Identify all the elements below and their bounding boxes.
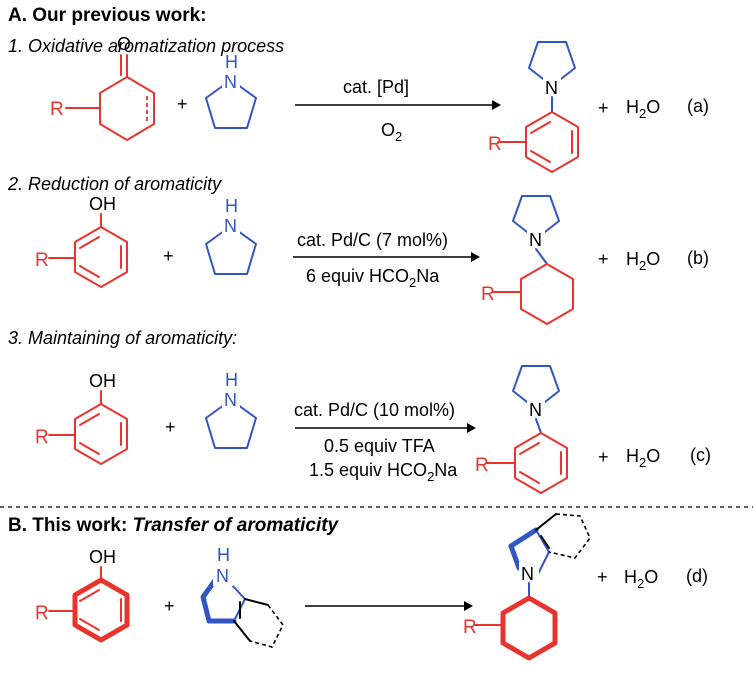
section-a-heading: A. Our previous work: (8, 5, 206, 26)
reagent-below-b-suffix: Na (416, 266, 440, 286)
water-h: H (626, 249, 639, 269)
section-b-heading-emphasis: Transfer of aromaticity (133, 515, 340, 536)
nitrogen-label: N (224, 390, 237, 410)
r-group-label: R (481, 284, 495, 305)
plus-sign: + (163, 246, 174, 266)
plus-sign: + (598, 447, 609, 467)
reagent-below-c-2-suffix: Na (434, 460, 458, 480)
water-subscript: 2 (639, 106, 646, 121)
svg-text:H2O: H2O (626, 97, 660, 121)
r-group-label: R (488, 134, 502, 155)
svg-text:O2: O2 (381, 120, 402, 144)
svg-text:1.5 equiv HCO2Na: 1.5 equiv HCO2Na (309, 460, 458, 484)
water-subscript: 2 (639, 258, 646, 273)
reaction-tag-d: (d) (686, 566, 708, 586)
water-o: O (646, 97, 660, 117)
nitrogen-label: N (224, 216, 237, 236)
nitrogen-label: N (216, 566, 229, 586)
hydrogen-label: H (225, 370, 238, 390)
plus-sign: + (598, 98, 609, 118)
pyrrolidine-structure: N H (205, 52, 257, 129)
pyrrolidine-structure: N H (205, 196, 257, 275)
nitrogen-label: N (521, 564, 534, 584)
nitrogen-label: N (529, 400, 542, 420)
hydroxyl-label: OH (89, 547, 116, 567)
reaction-tag-a: (a) (687, 96, 709, 116)
plus-sign: + (598, 249, 609, 269)
water-h: H (624, 567, 637, 587)
reagent-below-a: O (381, 120, 395, 140)
water-o: O (646, 446, 660, 466)
phenol-structure: OH R (35, 194, 128, 288)
arrow-head (467, 423, 476, 433)
water-o: O (644, 567, 658, 587)
water-subscript: 2 (639, 455, 646, 470)
product-aryl-pyrrolidine: N R (488, 41, 579, 173)
r-group-label: R (463, 617, 477, 638)
hydroxyl-label: OH (89, 194, 116, 214)
phenol-bold-structure: OH R (35, 547, 130, 643)
reagent-above-a: cat. [Pd] (343, 77, 409, 97)
water-h: H (626, 446, 639, 466)
nitrogen-label: N (545, 78, 558, 98)
nitrogen-label: N (529, 230, 542, 250)
r-group-label: R (35, 603, 49, 624)
reagent-above-c: cat. Pd/C (10 mol%) (294, 400, 455, 420)
svg-text:H2O: H2O (624, 567, 658, 591)
reagent-below-c-1: 0.5 equiv TFA (324, 436, 435, 456)
reagent-below-c-2: 1.5 equiv HCO (309, 460, 427, 480)
water-subscript: 2 (637, 576, 644, 591)
svg-text:H2O: H2O (626, 446, 660, 470)
svg-text:6 equiv HCO2Na: 6 equiv HCO2Na (306, 266, 440, 290)
reagent-below-b: 6 equiv HCO (306, 266, 409, 286)
r-group-label: R (50, 99, 64, 120)
hydrogen-label: H (217, 545, 230, 565)
r-group-label: R (35, 250, 49, 271)
r-group-label: R (35, 427, 49, 448)
oxygen-label: O (117, 34, 131, 54)
water-h: H (626, 97, 639, 117)
subscript: 2 (409, 275, 416, 290)
indoline-structure: N H (200, 545, 284, 648)
section-b-heading: B. This work: (8, 515, 133, 536)
arrow-head (492, 100, 501, 110)
hydrogen-label: H (225, 196, 238, 216)
subscript: 2 (427, 469, 434, 484)
svg-text:H2O: H2O (626, 249, 660, 273)
plus-sign: + (177, 94, 188, 114)
plus-sign: + (164, 596, 175, 616)
product-cyclohexyl-pyrrolidine: N R (481, 195, 574, 325)
svg-text:B. This work: Transfer of arom: B. This work: Transfer of aromaticity (8, 515, 340, 536)
arrow-head (471, 252, 480, 262)
product-aryl-pyrrolidine: N R (475, 365, 568, 494)
step-1-title: 1. Oxidative aromatization process (8, 36, 284, 56)
hydroxyl-label: OH (89, 371, 116, 391)
reaction-tag-b: (b) (687, 248, 709, 268)
reaction-tag-c: (c) (690, 445, 711, 465)
plus-sign: + (165, 417, 176, 437)
plus-sign: + (597, 567, 608, 587)
arrow-head (464, 601, 473, 611)
hydrogen-label: H (225, 52, 238, 72)
water-o: O (646, 249, 660, 269)
nitrogen-label: N (224, 72, 237, 92)
reagent-above-b: cat. Pd/C (7 mol%) (297, 230, 448, 250)
pyrrolidine-structure: N H (205, 370, 257, 449)
step-2-title: 2. Reduction of aromaticity (7, 174, 222, 194)
cyclohexenone-structure: O R (50, 34, 155, 141)
r-group-label: R (475, 455, 489, 476)
product-indole-cyclohexyl: N R (463, 513, 591, 661)
step-3-title: 3. Maintaining of aromaticity: (8, 328, 237, 348)
subscript: 2 (395, 129, 402, 144)
phenol-structure: OH R (35, 371, 128, 465)
